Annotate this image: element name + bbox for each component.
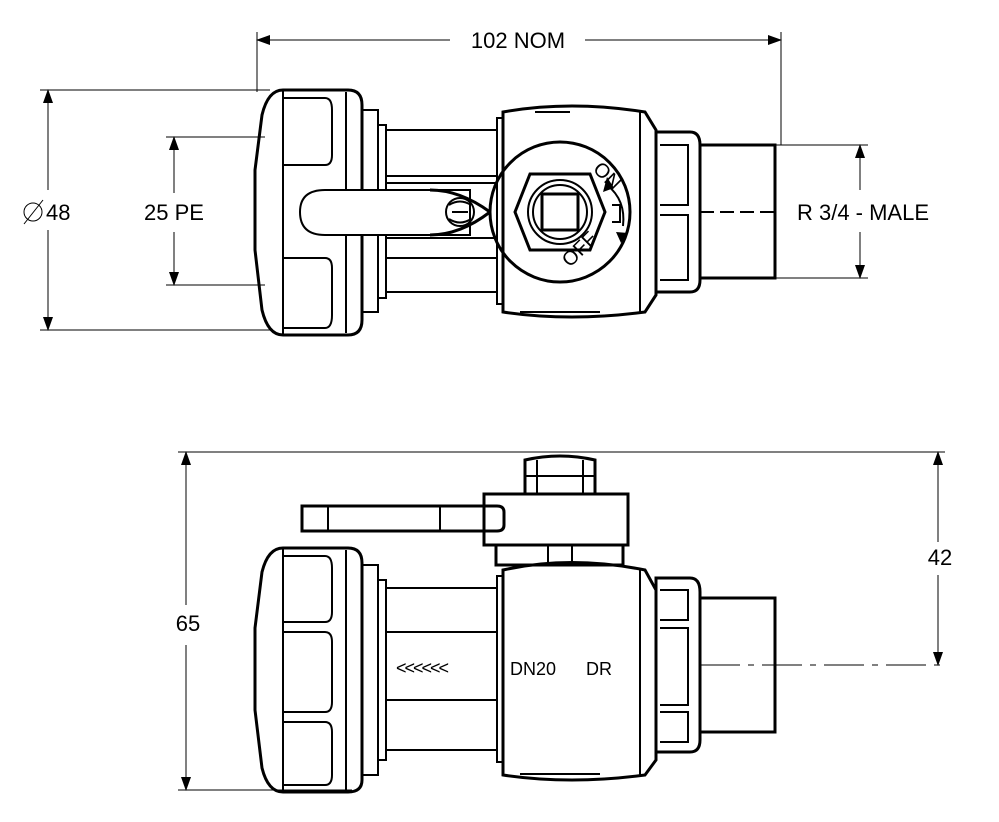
valve-body-side: DN20 DR bbox=[501, 561, 658, 782]
label-65: 65 bbox=[176, 611, 200, 636]
label-25-pe: 25 PE bbox=[144, 200, 204, 225]
body-marking-dn20: DN20 bbox=[510, 659, 556, 679]
top-view: 102 NOM 48 25 PE R bbox=[23, 28, 929, 337]
dimension-102-nom: 102 NOM bbox=[256, 28, 782, 145]
label-diameter-48: 48 bbox=[46, 200, 70, 225]
label-102-nom: 102 NOM bbox=[471, 28, 565, 53]
body-marking-dr: DR bbox=[586, 659, 612, 679]
center-nut-top bbox=[513, 172, 607, 252]
handle-side bbox=[300, 504, 506, 533]
compression-nut-side bbox=[253, 546, 387, 794]
male-thread-side bbox=[654, 576, 777, 754]
handle-top bbox=[298, 140, 632, 284]
logo-icon bbox=[445, 197, 475, 227]
dimension-diameter-48: 48 bbox=[23, 89, 270, 331]
valve-body-top bbox=[501, 104, 658, 319]
side-view: 65 42 bbox=[176, 451, 952, 794]
dimension-42: 42 bbox=[700, 451, 952, 666]
dimension-65: 65 bbox=[176, 451, 945, 791]
dimension-25-pe: 25 PE bbox=[144, 136, 265, 286]
flow-direction-arrows: <<<<<< bbox=[396, 658, 449, 678]
male-thread-top bbox=[654, 130, 777, 294]
stem-side bbox=[482, 454, 630, 567]
label-42: 42 bbox=[928, 545, 952, 570]
dimension-thread: R 3/4 - MALE bbox=[772, 144, 929, 279]
label-thread: R 3/4 - MALE bbox=[797, 200, 929, 225]
diameter-symbol-icon bbox=[23, 199, 44, 225]
